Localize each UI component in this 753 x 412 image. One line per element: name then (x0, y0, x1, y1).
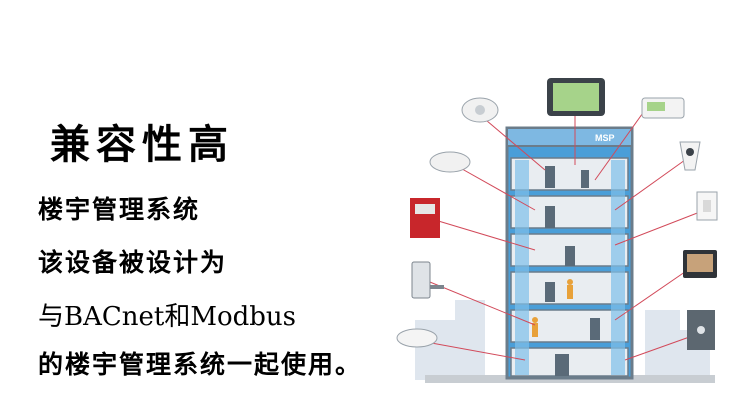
door-access-icon (687, 310, 715, 350)
thermostat-panel-icon (547, 78, 605, 116)
video-intercom-icon (683, 250, 717, 278)
text-line-3: 与BACnet和Modbus (38, 302, 297, 332)
light-switch-icon (696, 191, 718, 221)
ceiling-sensor-icon (396, 328, 438, 348)
building-sign: MSP (595, 133, 615, 143)
building: MSP (505, 126, 634, 380)
thermostat-display-icon (641, 97, 685, 119)
text-line-2: 该设备被设计为 (38, 248, 228, 277)
smoke-detector-icon (461, 97, 499, 123)
heading: 兼容性高 (50, 121, 234, 168)
fire-alarm-panel-icon (410, 198, 440, 238)
text-line-4: 的楼宇管理系统一起使用。 (38, 350, 363, 379)
building-illustration: MSP (396, 78, 718, 383)
keypad-lock-icon (411, 261, 444, 299)
text-block: 兼容性高 楼宇管理系统 该设备被设计为 与BACnet和Modbus 的楼宇管理… (38, 0, 438, 412)
smoke-detector-icon (429, 151, 471, 173)
text-line-1: 楼宇管理系统 (38, 195, 201, 224)
motion-sensor-icon (679, 141, 701, 171)
